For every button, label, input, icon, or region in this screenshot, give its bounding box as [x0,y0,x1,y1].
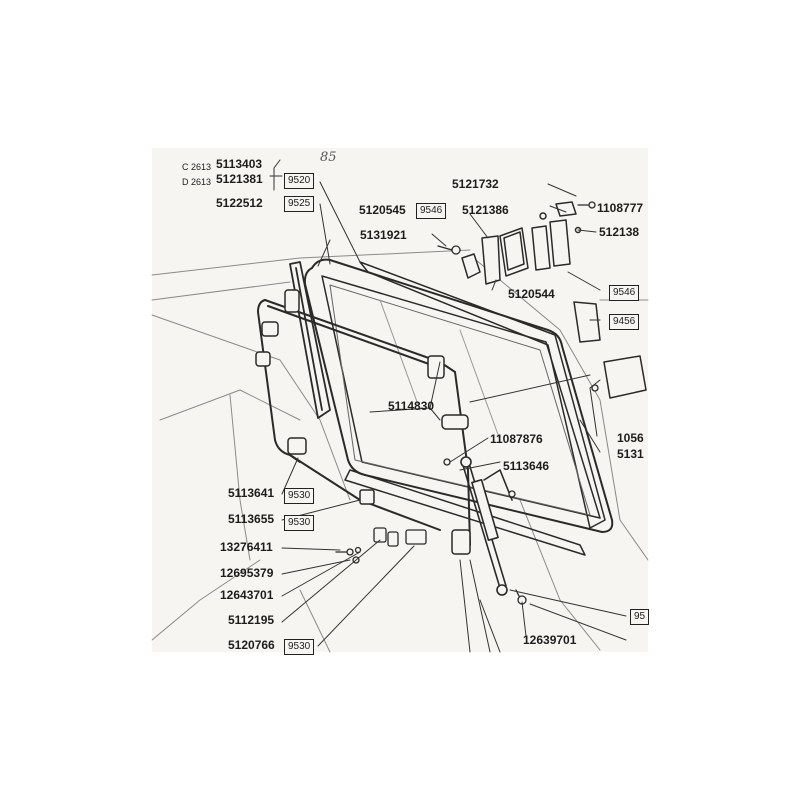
part-13276411: 13276411 [220,540,273,554]
lower-seal [344,469,586,556]
part-5120544: 5120544 [508,287,555,301]
part-12695379: 12695379 [220,566,274,580]
part-1056: 1056 [617,431,644,445]
leader-lines [269,159,627,653]
hinge-bar [257,299,471,546]
part-5121382: 512138 [599,225,640,239]
side-seal [289,261,331,419]
part-5114830: 5114830 [388,399,435,413]
part-1108777: 1108777 [597,201,644,215]
part-5113403: 5113403 [216,157,263,171]
ref-box-9530-b: 9530 [284,515,315,531]
ref-box-95: 95 [630,609,650,625]
ref-box-9520: 9520 [284,173,315,189]
top-hinge-parts [461,201,647,399]
ref-box-9546-right: 9546 [609,285,640,301]
part-5121381: 5121381 [216,172,263,186]
part-5121732: 5121732 [452,177,499,191]
ref-box-9546-top: 9546 [416,203,447,219]
ref-box-9530-c: 9530 [284,639,315,655]
part-5113655: 5113655 [228,512,275,526]
part-5122512: 5122512 [216,196,263,210]
ref-box-9525: 9525 [284,196,315,212]
part-5113641: 5113641 [228,486,275,500]
part-5131921: 5131921 [360,228,407,242]
part-5112195: 5112195 [228,613,275,627]
hinge-brackets [255,289,471,555]
part-12639701: 12639701 [523,633,577,647]
part-5113646: 5113646 [503,459,550,473]
part-5120766: 5120766 [228,638,275,652]
gas-strut [460,456,513,596]
c2613-prefix: C 2613 [182,162,212,172]
d2613-prefix: D 2613 [182,177,212,187]
part-11087876: 11087876 [490,432,543,446]
ref-box-9530-a: 9530 [284,488,315,504]
fasteners [335,201,599,605]
glass-panel [329,261,606,529]
part-5131: 5131 [617,447,644,461]
handwritten-note: 85 [320,150,337,165]
ref-box-9456: 9456 [609,314,640,330]
part-12643701: 12643701 [220,588,274,602]
part-5121386: 5121386 [462,203,509,217]
part-5120545: 5120545 [359,203,406,217]
